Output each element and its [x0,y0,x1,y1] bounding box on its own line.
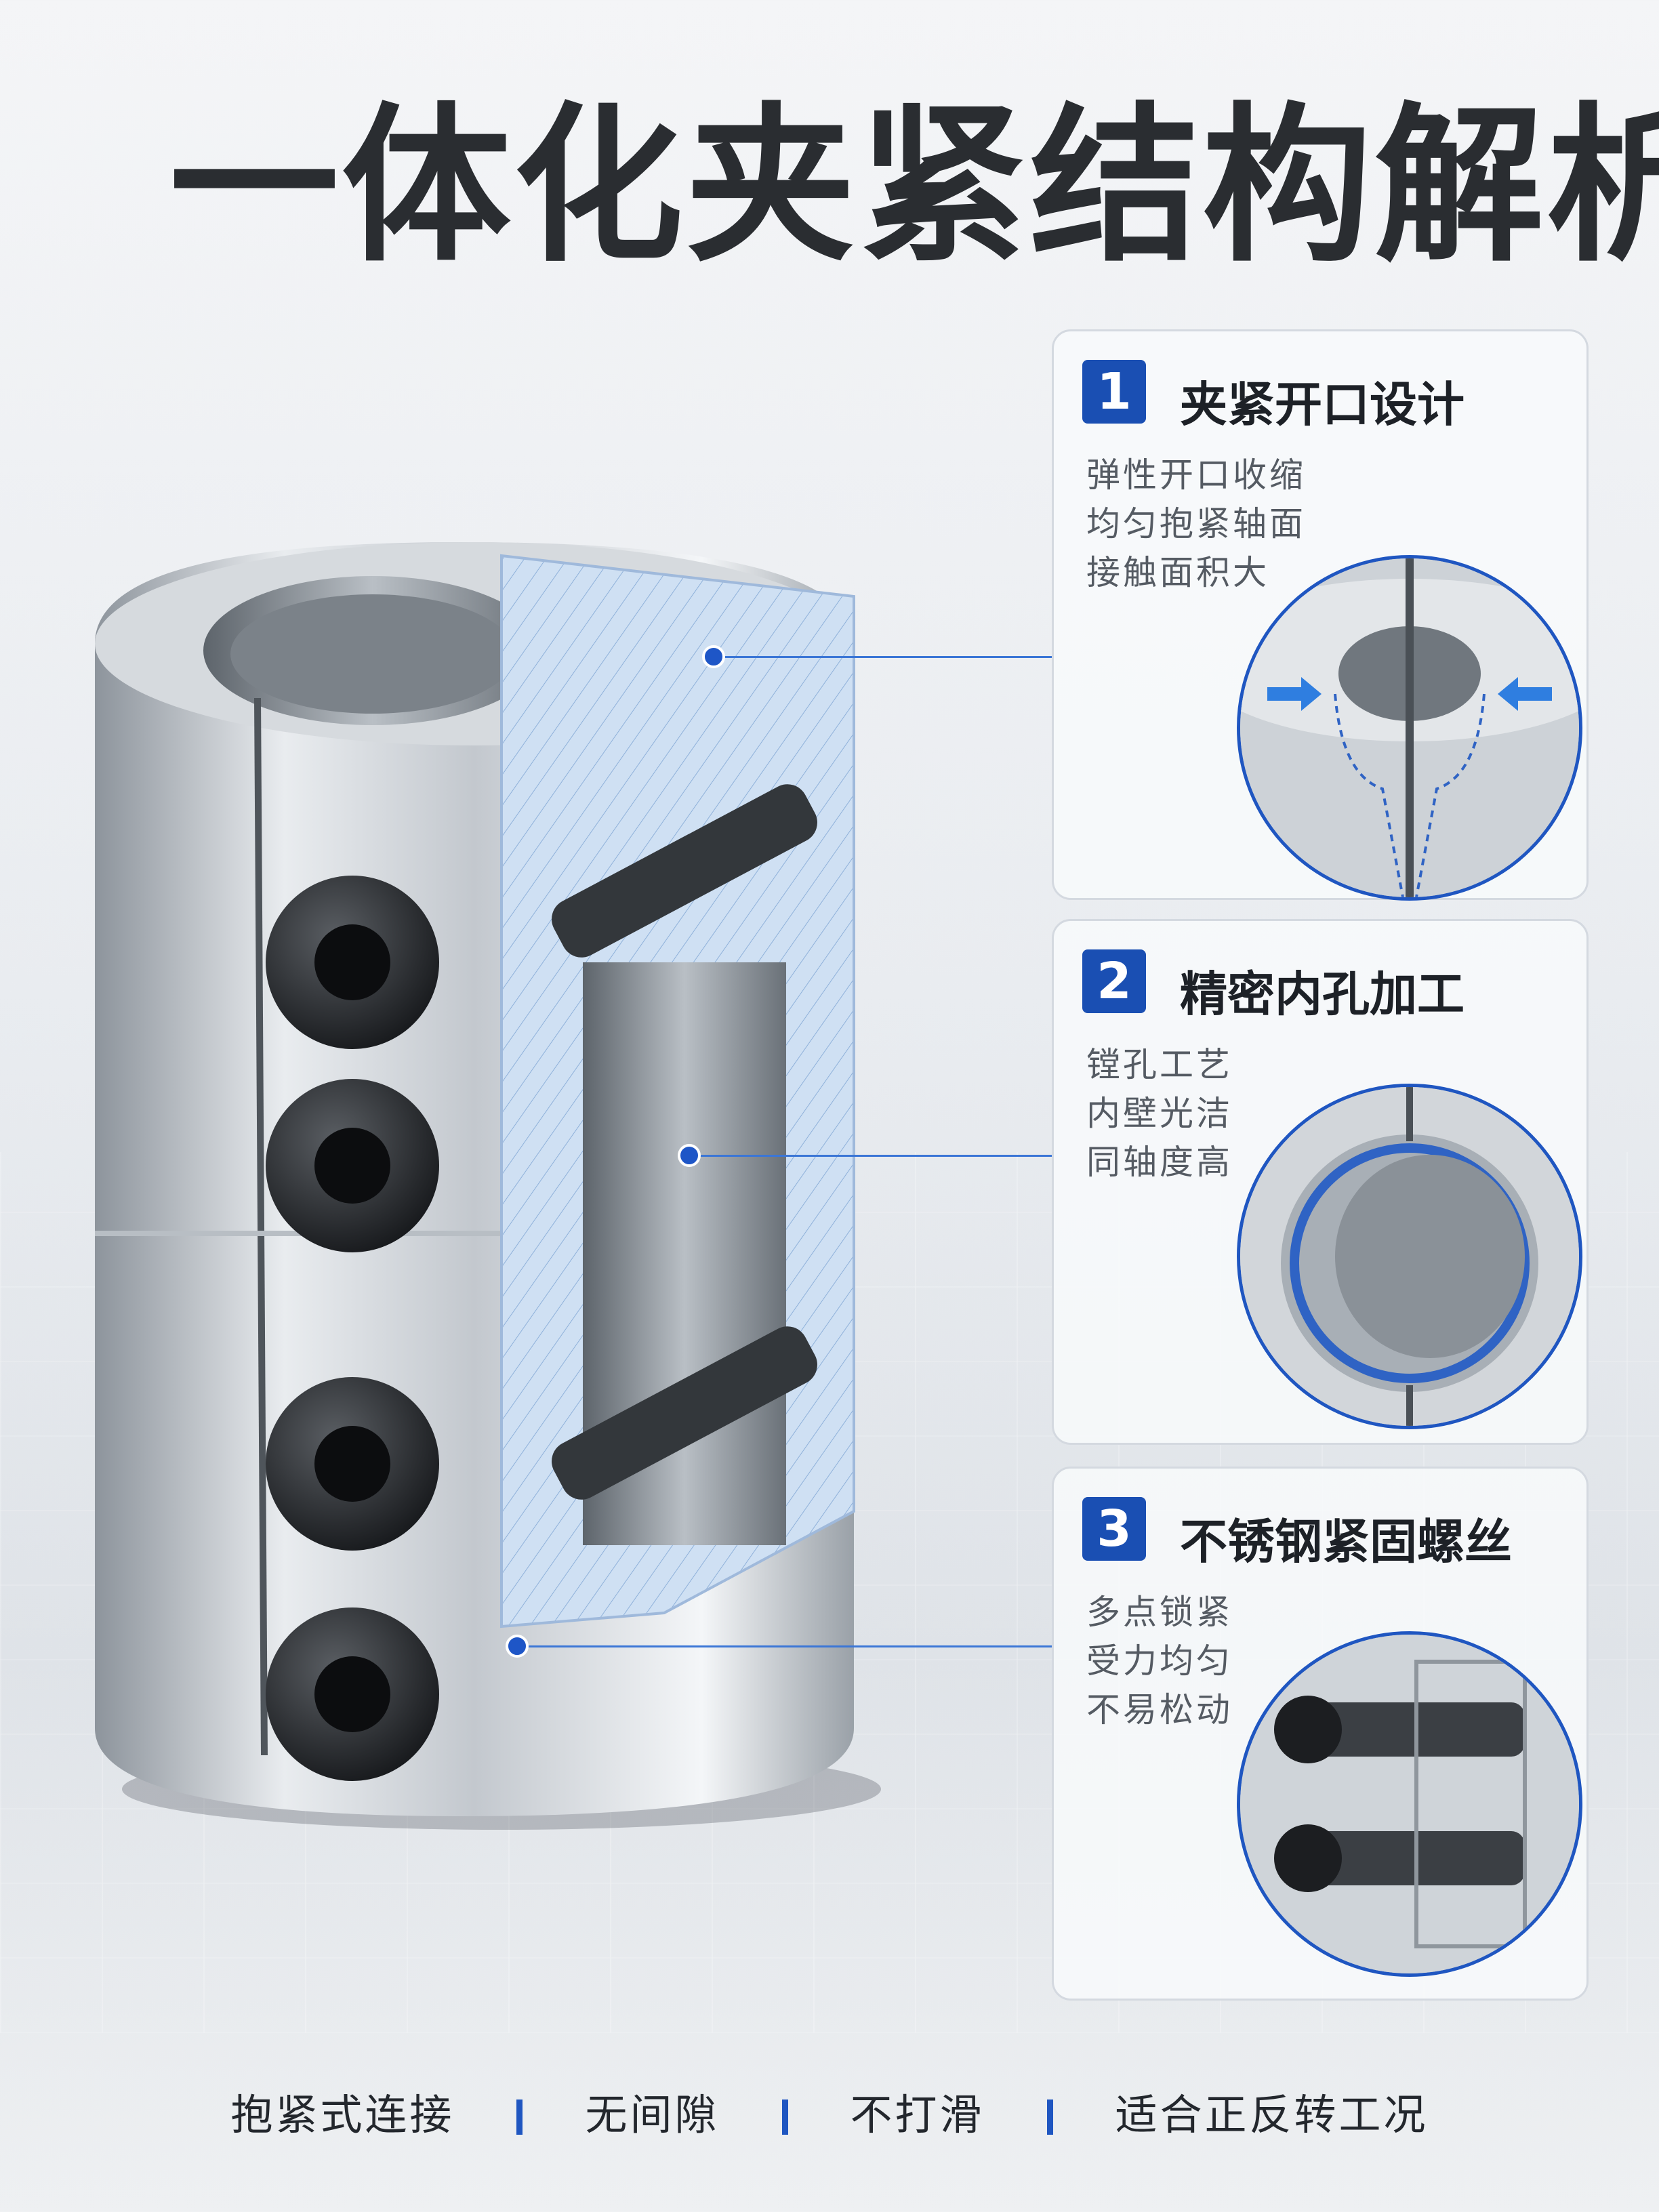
feature-number: 2 [1082,949,1146,1013]
arrow-right-icon [1267,677,1322,711]
separator [781,2100,788,2135]
feature-line: 内壁光洁 [1086,1094,1233,1133]
bottom-item: 无间隙 [585,2090,720,2139]
feature-line: 均匀抱紧轴面 [1086,504,1306,544]
feature-heading: 不锈钢紧固螺丝 [1180,1514,1512,1570]
callout-line-3 [518,1645,1052,1647]
feature-line: 镗孔工艺 [1086,1045,1233,1084]
feature-card-2: 2 精密内孔加工 镗孔工艺 内壁光洁 同轴度高 [1052,919,1589,1445]
feature-line: 多点锁紧 [1086,1593,1233,1632]
feature-card-3: 3 不锈钢紧固螺丝 多点锁紧 受力均匀 不易松动 [1052,1467,1589,2001]
arrow-left-icon [1498,677,1552,711]
callout-dot-1 [702,645,725,668]
callout-dot-2 [678,1144,701,1167]
feature-line: 同轴度高 [1086,1143,1233,1182]
feature-line: 受力均匀 [1086,1641,1233,1681]
bottom-feature-bar: 抱紧式连接 无间隙 不打滑 适合正反转工况 [0,2081,1659,2142]
callout-line-1 [713,656,1052,658]
callout-line-2 [690,1155,1052,1157]
bottom-item: 适合正反转工况 [1115,2090,1429,2139]
detail-closeup-screws [1237,1631,1582,1977]
bottom-item: 不打滑 [850,2090,985,2139]
separator [516,2100,523,2135]
feature-heading: 精密内孔加工 [1180,966,1465,1022]
feature-number: 3 [1082,1497,1146,1561]
callout-dot-3 [506,1635,529,1658]
feature-card-1: 1 夹紧开口设计 弹性开口收缩 均匀抱紧轴面 接触面积大 [1052,329,1589,901]
detail-closeup-split [1237,555,1582,901]
coupling-illustration [95,542,881,1830]
bottom-item: 抱紧式连接 [230,2090,455,2139]
detail-closeup-bore [1237,1084,1582,1429]
feature-heading: 夹紧开口设计 [1180,377,1465,432]
feature-line: 弹性开口收缩 [1086,455,1306,495]
feature-line: 接触面积大 [1086,553,1269,592]
page-title: 一体化夹紧结构解析 [169,87,1659,285]
feature-line: 不易松动 [1086,1690,1233,1729]
separator [1046,2100,1053,2135]
feature-number: 1 [1082,360,1146,424]
